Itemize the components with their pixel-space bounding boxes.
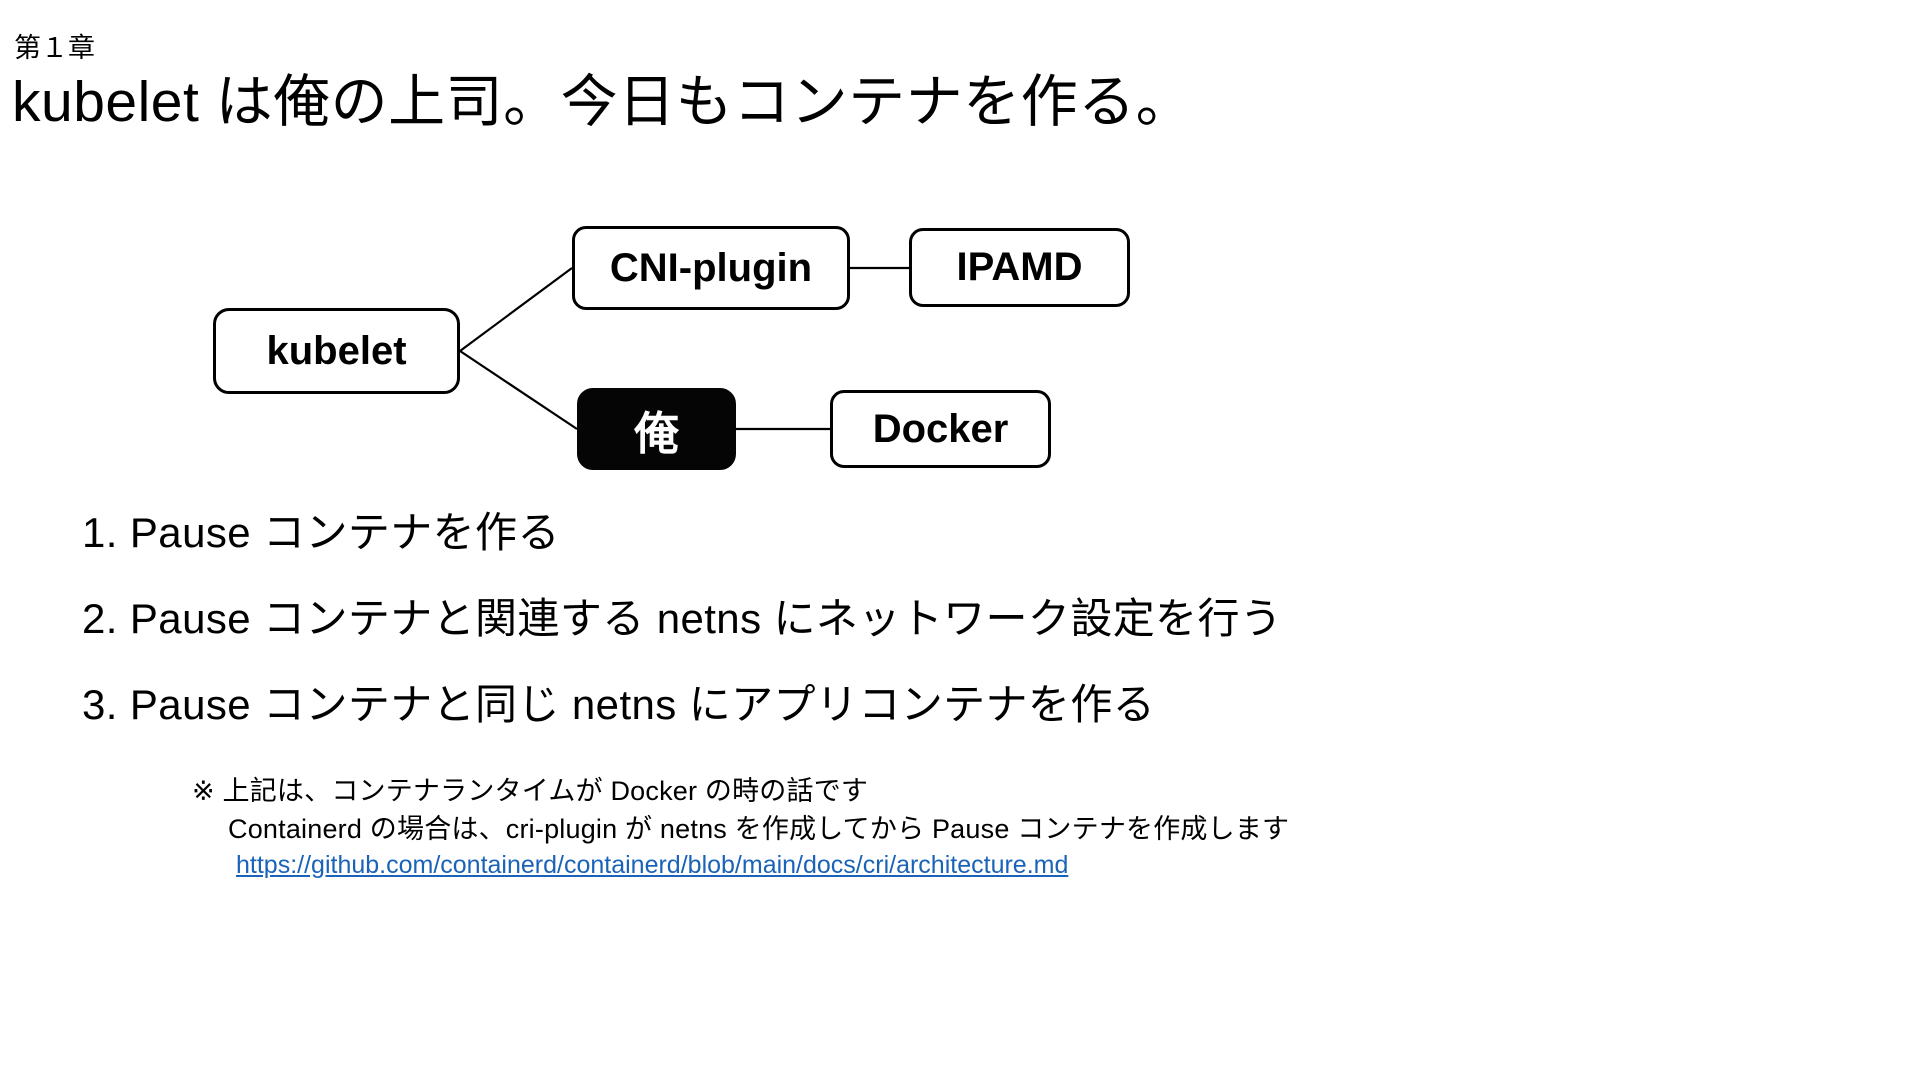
edge-kubelet-ore <box>459 350 578 430</box>
footnote-line-2: Containerd の場合は、cri-plugin が netns を作成して… <box>228 814 1290 845</box>
diagram-node-kubelet: kubelet <box>213 308 460 394</box>
footnote-line-1: ※ 上記は、コンテナランタイムが Docker の時の話です <box>192 776 869 806</box>
step-item-2: 2. Pause コンテナと関連する netns にネットワーク設定を行う <box>82 595 1283 642</box>
diagram-connectors <box>459 266 909 431</box>
footnote-block: ※ 上記は、コンテナランタイムが Docker の時の話です Container… <box>192 772 1892 880</box>
diagram-node-ore: 俺 <box>577 388 736 470</box>
diagram-node-docker: Docker <box>830 390 1051 468</box>
diagram-node-ipamd: IPAMD <box>909 228 1130 307</box>
chapter-label: 第１章 <box>14 33 95 63</box>
diagram-node-cni-plugin: CNI-plugin <box>572 226 850 310</box>
step-item-3: 3. Pause コンテナと同じ netns にアプリコンテナを作る <box>82 681 1156 728</box>
edge-kubelet-cni <box>459 267 573 352</box>
step-item-1: 1. Pause コンテナを作る <box>82 509 560 556</box>
footnote-reference-link[interactable]: https://github.com/containerd/containerd… <box>236 850 1069 879</box>
architecture-diagram: kubelet CNI-plugin IPAMD 俺 Docker <box>0 195 1500 525</box>
page-title: kubelet は俺の上司。今日もコンテナを作る。 <box>12 70 1194 134</box>
steps-list: 1. Pause コンテナを作る 2. Pause コンテナと関連する netn… <box>82 512 1842 770</box>
